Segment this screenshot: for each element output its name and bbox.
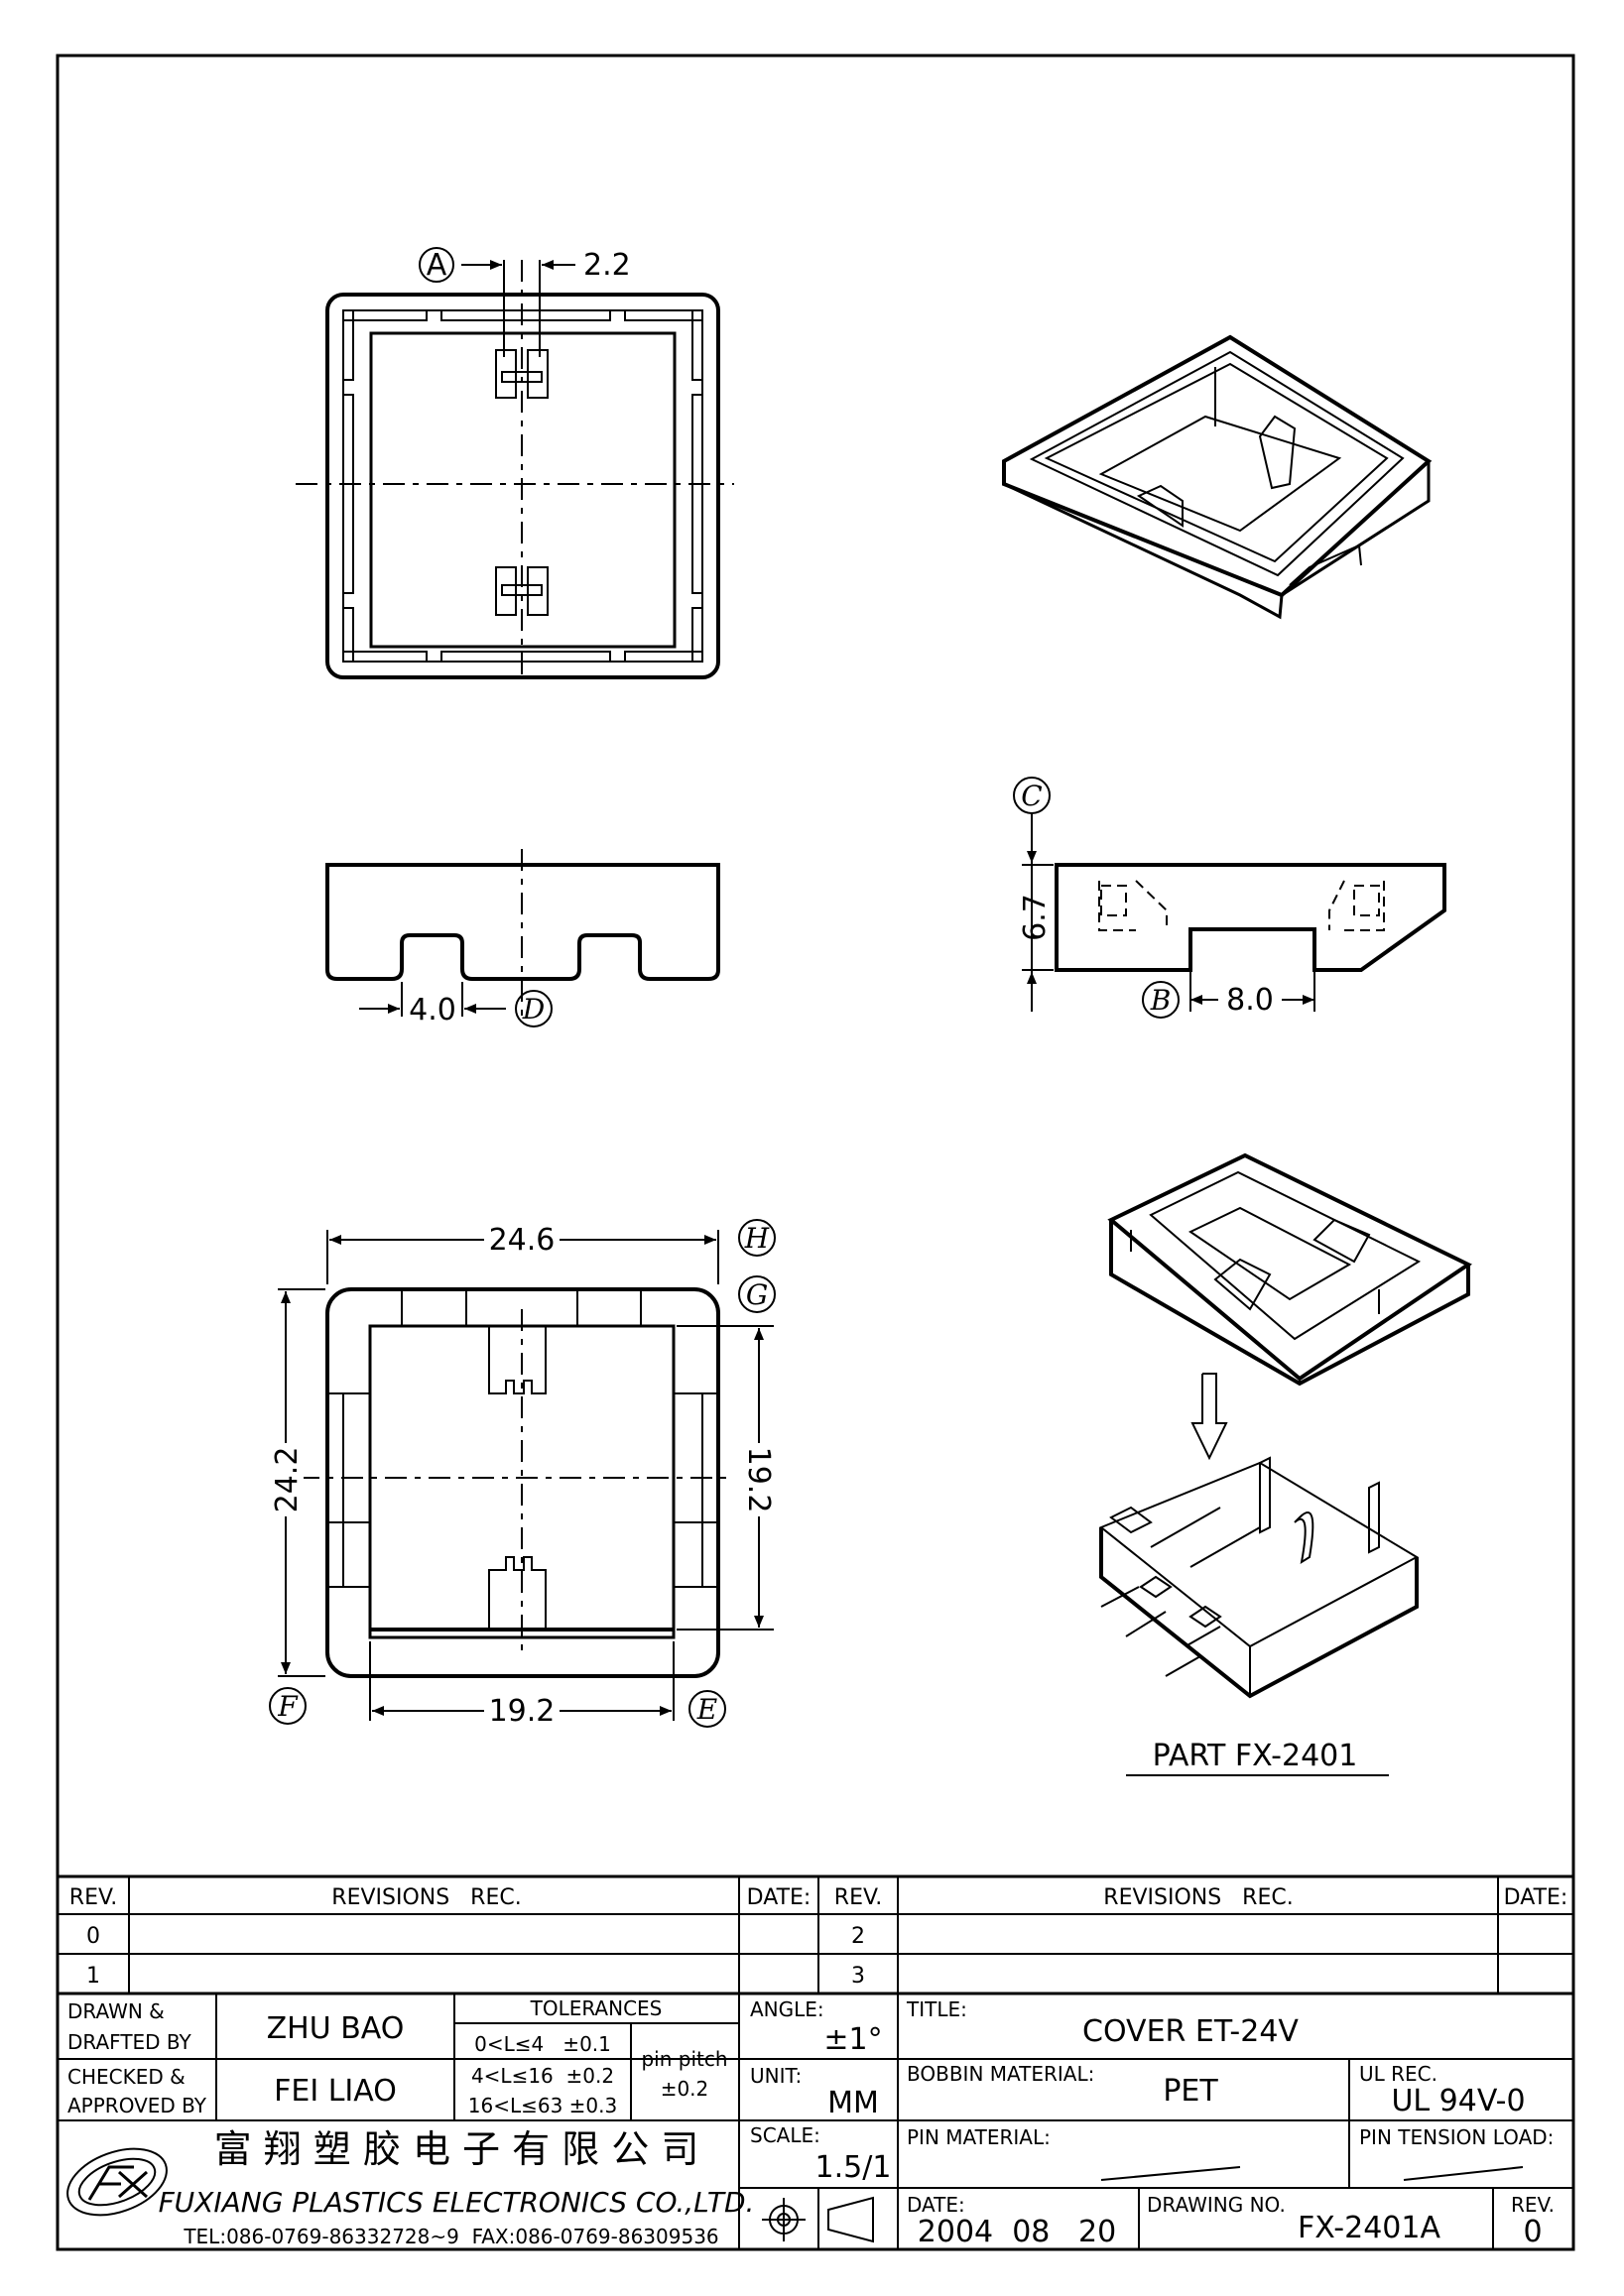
part-label: PART FX-2401	[1153, 1739, 1358, 1773]
slot-width-dimension: 2.2	[583, 248, 631, 283]
bobbin-material-label: BOBBIN MATERIAL:	[907, 2062, 1094, 2086]
overall-height-dimension: 24.2	[270, 1447, 305, 1513]
drawn-label-line1: DRAWN &	[67, 1999, 165, 2023]
section-width-dimension: 8.0	[1226, 983, 1274, 1018]
section-height-dimension: 6.7	[1018, 894, 1053, 941]
title-label: TITLE:	[906, 1997, 967, 2021]
ul-rec-value: UL 94V-0	[1391, 2084, 1525, 2118]
drawn-label-line2: DRAFTED BY	[67, 2030, 192, 2054]
datum-d-marker	[515, 990, 553, 1027]
drawing-no-value: FX-2401A	[1298, 2211, 1440, 2245]
isometric-view-cover	[1002, 334, 1433, 620]
side-view: 4.0 D	[325, 849, 720, 1027]
bottom-view-outline	[325, 1287, 720, 1678]
approved-by-value: FEI LIAO	[274, 2074, 397, 2109]
isometric-view-bobbin	[1099, 1456, 1420, 1699]
rev-row-3: 3	[851, 1964, 865, 1989]
scale-label: SCALE:	[750, 2123, 820, 2147]
rev-row-0: 0	[86, 1924, 100, 1949]
pin-pitch-label: pin pitch	[641, 2047, 727, 2071]
revisions-header-right: REVISIONS REC.	[1103, 1885, 1293, 1910]
overall-width-dimension: 24.6	[489, 1223, 556, 1258]
rev-header-right: REV.	[834, 1885, 882, 1910]
datum-f-label: F	[277, 1690, 299, 1723]
ul-rec-label: UL REC.	[1359, 2062, 1437, 2086]
rev-row-2: 2	[851, 1924, 865, 1949]
inner-width-dimension: 19.2	[489, 1694, 556, 1729]
rev-header-left: REV.	[69, 1885, 117, 1910]
company-logo	[66, 2147, 168, 2217]
date-value: 2004 08 20	[918, 2215, 1116, 2249]
unit-value: MM	[827, 2086, 879, 2120]
datum-a-label: A	[427, 248, 447, 283]
tolerance-row-2: 4<L≤16 ±0.2	[471, 2064, 614, 2088]
pin-tension-label: PIN TENSION LOAD:	[1359, 2125, 1554, 2149]
projection-symbol	[762, 2196, 874, 2243]
rev-value: 0	[1523, 2215, 1542, 2249]
revisions-header-left: REVISIONS REC.	[331, 1885, 521, 1910]
datum-f-marker	[269, 1687, 307, 1725]
company-name-chinese: 富 翔 塑 胶 电 子 有 限 公 司	[214, 2127, 699, 2171]
rev-row-1: 1	[86, 1964, 100, 1989]
rev-label: REV.	[1511, 2193, 1555, 2217]
drawn-by-value: ZHU BAO	[267, 2011, 405, 2046]
datum-b-label: B	[1150, 984, 1172, 1017]
bobbin-material-value: PET	[1163, 2074, 1218, 2109]
datum-g-label: G	[746, 1278, 768, 1311]
datum-h-marker	[738, 1219, 776, 1257]
assembly-arrow	[1190, 1373, 1228, 1461]
datum-e-marker	[688, 1690, 726, 1728]
pin-material-label: PIN MATERIAL:	[907, 2125, 1051, 2149]
date-header-right: DATE:	[1504, 1885, 1568, 1910]
checked-label-line2: APPROVED BY	[67, 2094, 207, 2117]
datum-b-marker	[1142, 981, 1180, 1019]
tolerance-row-3: 16<L≤63 ±0.3	[468, 2094, 617, 2117]
sheet-border	[56, 54, 1575, 2251]
section-view: C 6.7 8.0 B	[1013, 777, 1446, 1019]
angle-value: ±1°	[823, 2022, 882, 2057]
drawing-no-label: DRAWING NO.	[1147, 2193, 1286, 2217]
title-block: REV. REVISIONS REC. DATE: REV. REVISIONS…	[58, 1874, 1573, 2249]
datum-a-marker	[419, 247, 454, 283]
bottom-view: 24.6 H G 24.2 19.2 19.2 F E	[268, 1219, 777, 1729]
date-label: DATE:	[907, 2193, 965, 2217]
datum-g-marker	[738, 1275, 776, 1313]
top-view: A 2.2	[296, 247, 734, 682]
checked-label-line1: CHECKED &	[67, 2065, 186, 2089]
tolerances-header: TOLERANCES	[530, 1996, 663, 2020]
scale-value: 1.5/1	[815, 2150, 892, 2185]
pin-pitch-value: ±0.2	[661, 2077, 709, 2101]
angle-label: ANGLE:	[750, 1997, 824, 2021]
title-value: COVER ET-24V	[1082, 2014, 1299, 2049]
inner-height-dimension: 19.2	[741, 1447, 776, 1513]
date-header-left: DATE:	[747, 1885, 812, 1910]
datum-d-label: D	[522, 993, 545, 1026]
datum-c-label: C	[1021, 780, 1042, 812]
isometric-view-flipped	[1107, 1152, 1472, 1387]
unit-label: UNIT:	[750, 2064, 802, 2088]
company-name-english: FUXIANG PLASTICS ELECTRONICS CO.,LTD.	[159, 2186, 755, 2219]
tolerance-row-1: 0<L≤4 ±0.1	[474, 2032, 611, 2056]
datum-h-label: H	[744, 1222, 770, 1255]
side-width-dimension: 4.0	[409, 993, 456, 1027]
datum-e-label: E	[696, 1693, 717, 1726]
company-contact: TEL:086-0769-86332728~9 FAX:086-0769-863…	[183, 2225, 718, 2248]
